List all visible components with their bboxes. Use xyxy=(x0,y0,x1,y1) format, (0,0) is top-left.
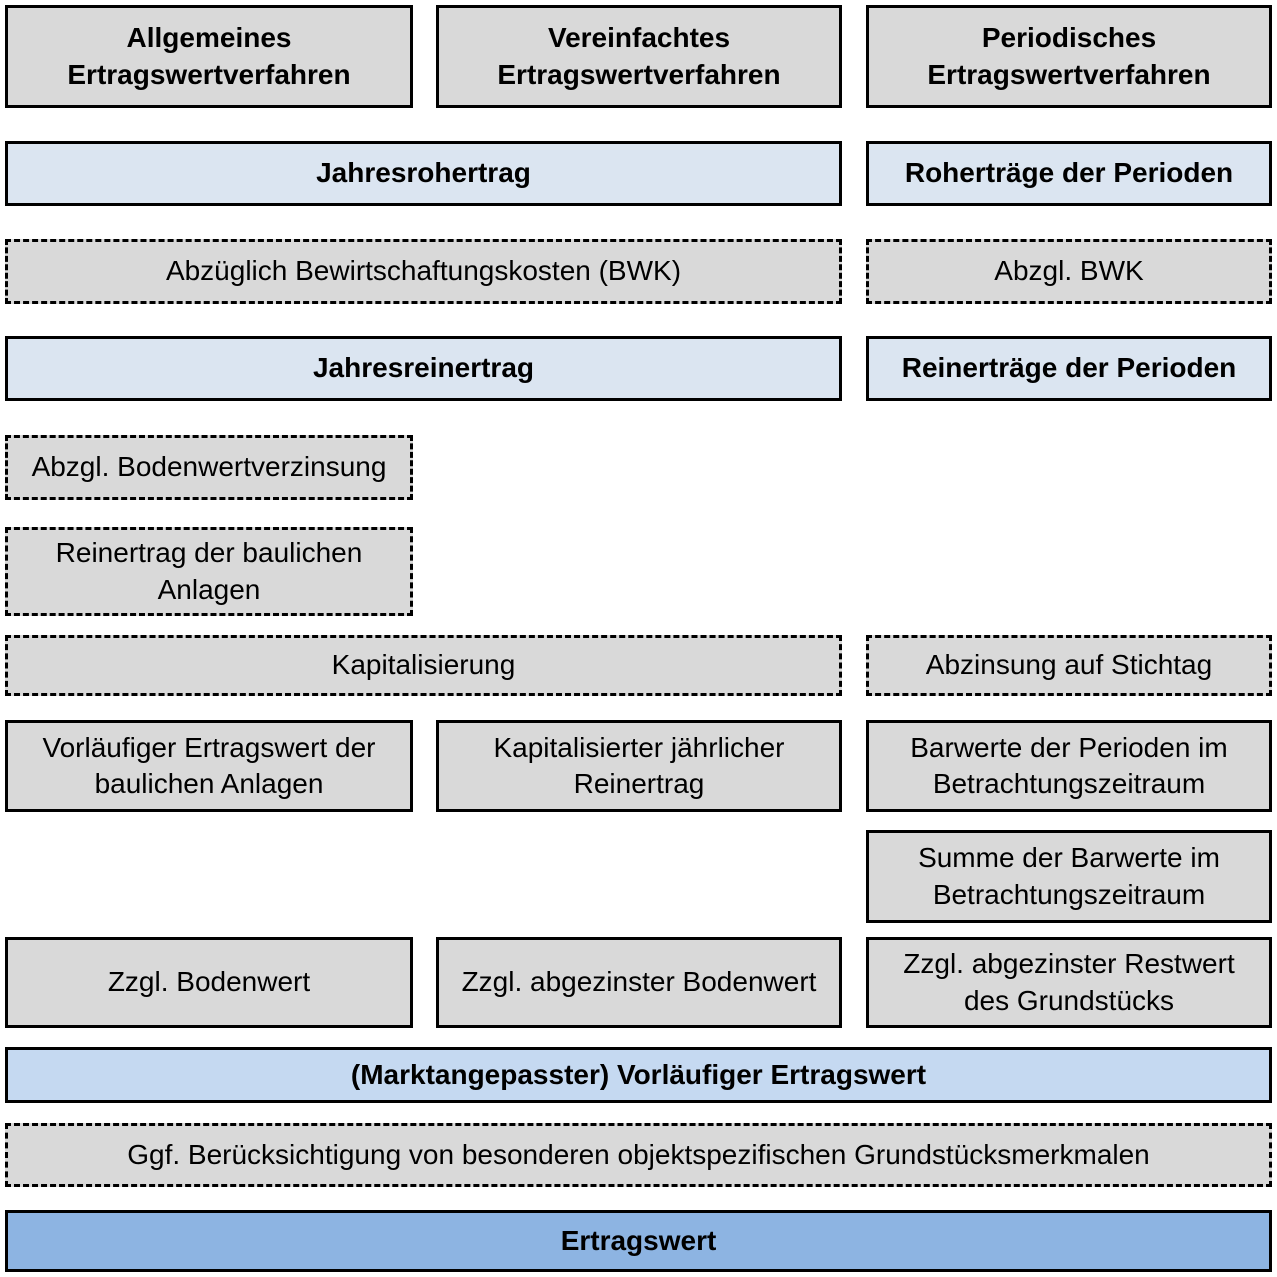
box-reinertrag-der-baulichen-anlagen: Reinertrag der baulichen Anlagen xyxy=(5,527,413,616)
box-vorlaeufiger-ertragswert-der-baulichen-anlagen: Vorläufiger Ertragswert der baulichen An… xyxy=(5,720,413,812)
box-abzgl-bwk: Abzgl. BWK xyxy=(866,239,1272,304)
box-kapitalisierter-jaehrlicher-reinertrag: Kapitalisierter jährlicher Reinertrag xyxy=(436,720,842,812)
box-reinertraege-der-perioden: Reinerträge der Perioden xyxy=(866,336,1272,401)
box-jahresreinertrag: Jahresreinertrag xyxy=(5,336,842,401)
box-zzgl-abgezinster-restwert-des-grundstuecks: Zzgl. abgezinster Restwert des Grundstüc… xyxy=(866,937,1272,1028)
header-vereinfachtes-ertragswertverfahren: Vereinfachtes Ertragswertverfahren xyxy=(436,5,842,108)
box-abzueglich-bewirtschaftungskosten: Abzüglich Bewirtschaftungskosten (BWK) xyxy=(5,239,842,304)
box-marktangepasster-vorlaeufiger-ertragswert: (Marktangepasster) Vorläufiger Ertragswe… xyxy=(5,1047,1272,1103)
box-summe-der-barwerte: Summe der Barwerte im Betrachtungszeitra… xyxy=(866,830,1272,923)
box-kapitalisierung: Kapitalisierung xyxy=(5,635,842,696)
box-zzgl-abgezinster-bodenwert: Zzgl. abgezinster Bodenwert xyxy=(436,937,842,1028)
box-zzgl-bodenwert: Zzgl. Bodenwert xyxy=(5,937,413,1028)
box-abzgl-bodenwertverzinsung: Abzgl. Bodenwertverzinsung xyxy=(5,435,413,500)
header-periodisches-ertragswertverfahren: Periodisches Ertragswertverfahren xyxy=(866,5,1272,108)
header-allgemeines-ertragswertverfahren: Allgemeines Ertragswertverfahren xyxy=(5,5,413,108)
box-barwerte-der-perioden: Barwerte der Perioden im Betrachtungszei… xyxy=(866,720,1272,812)
box-abzinsung-auf-stichtag: Abzinsung auf Stichtag xyxy=(866,635,1272,696)
box-ggf-besondere-grundstuecksmerkmale: Ggf. Berücksichtigung von besonderen obj… xyxy=(5,1123,1272,1187)
box-jahresrohertrag: Jahresrohertrag xyxy=(5,141,842,206)
box-rohertraege-der-perioden: Roherträge der Perioden xyxy=(866,141,1272,206)
box-ertragswert: Ertragswert xyxy=(5,1210,1272,1272)
